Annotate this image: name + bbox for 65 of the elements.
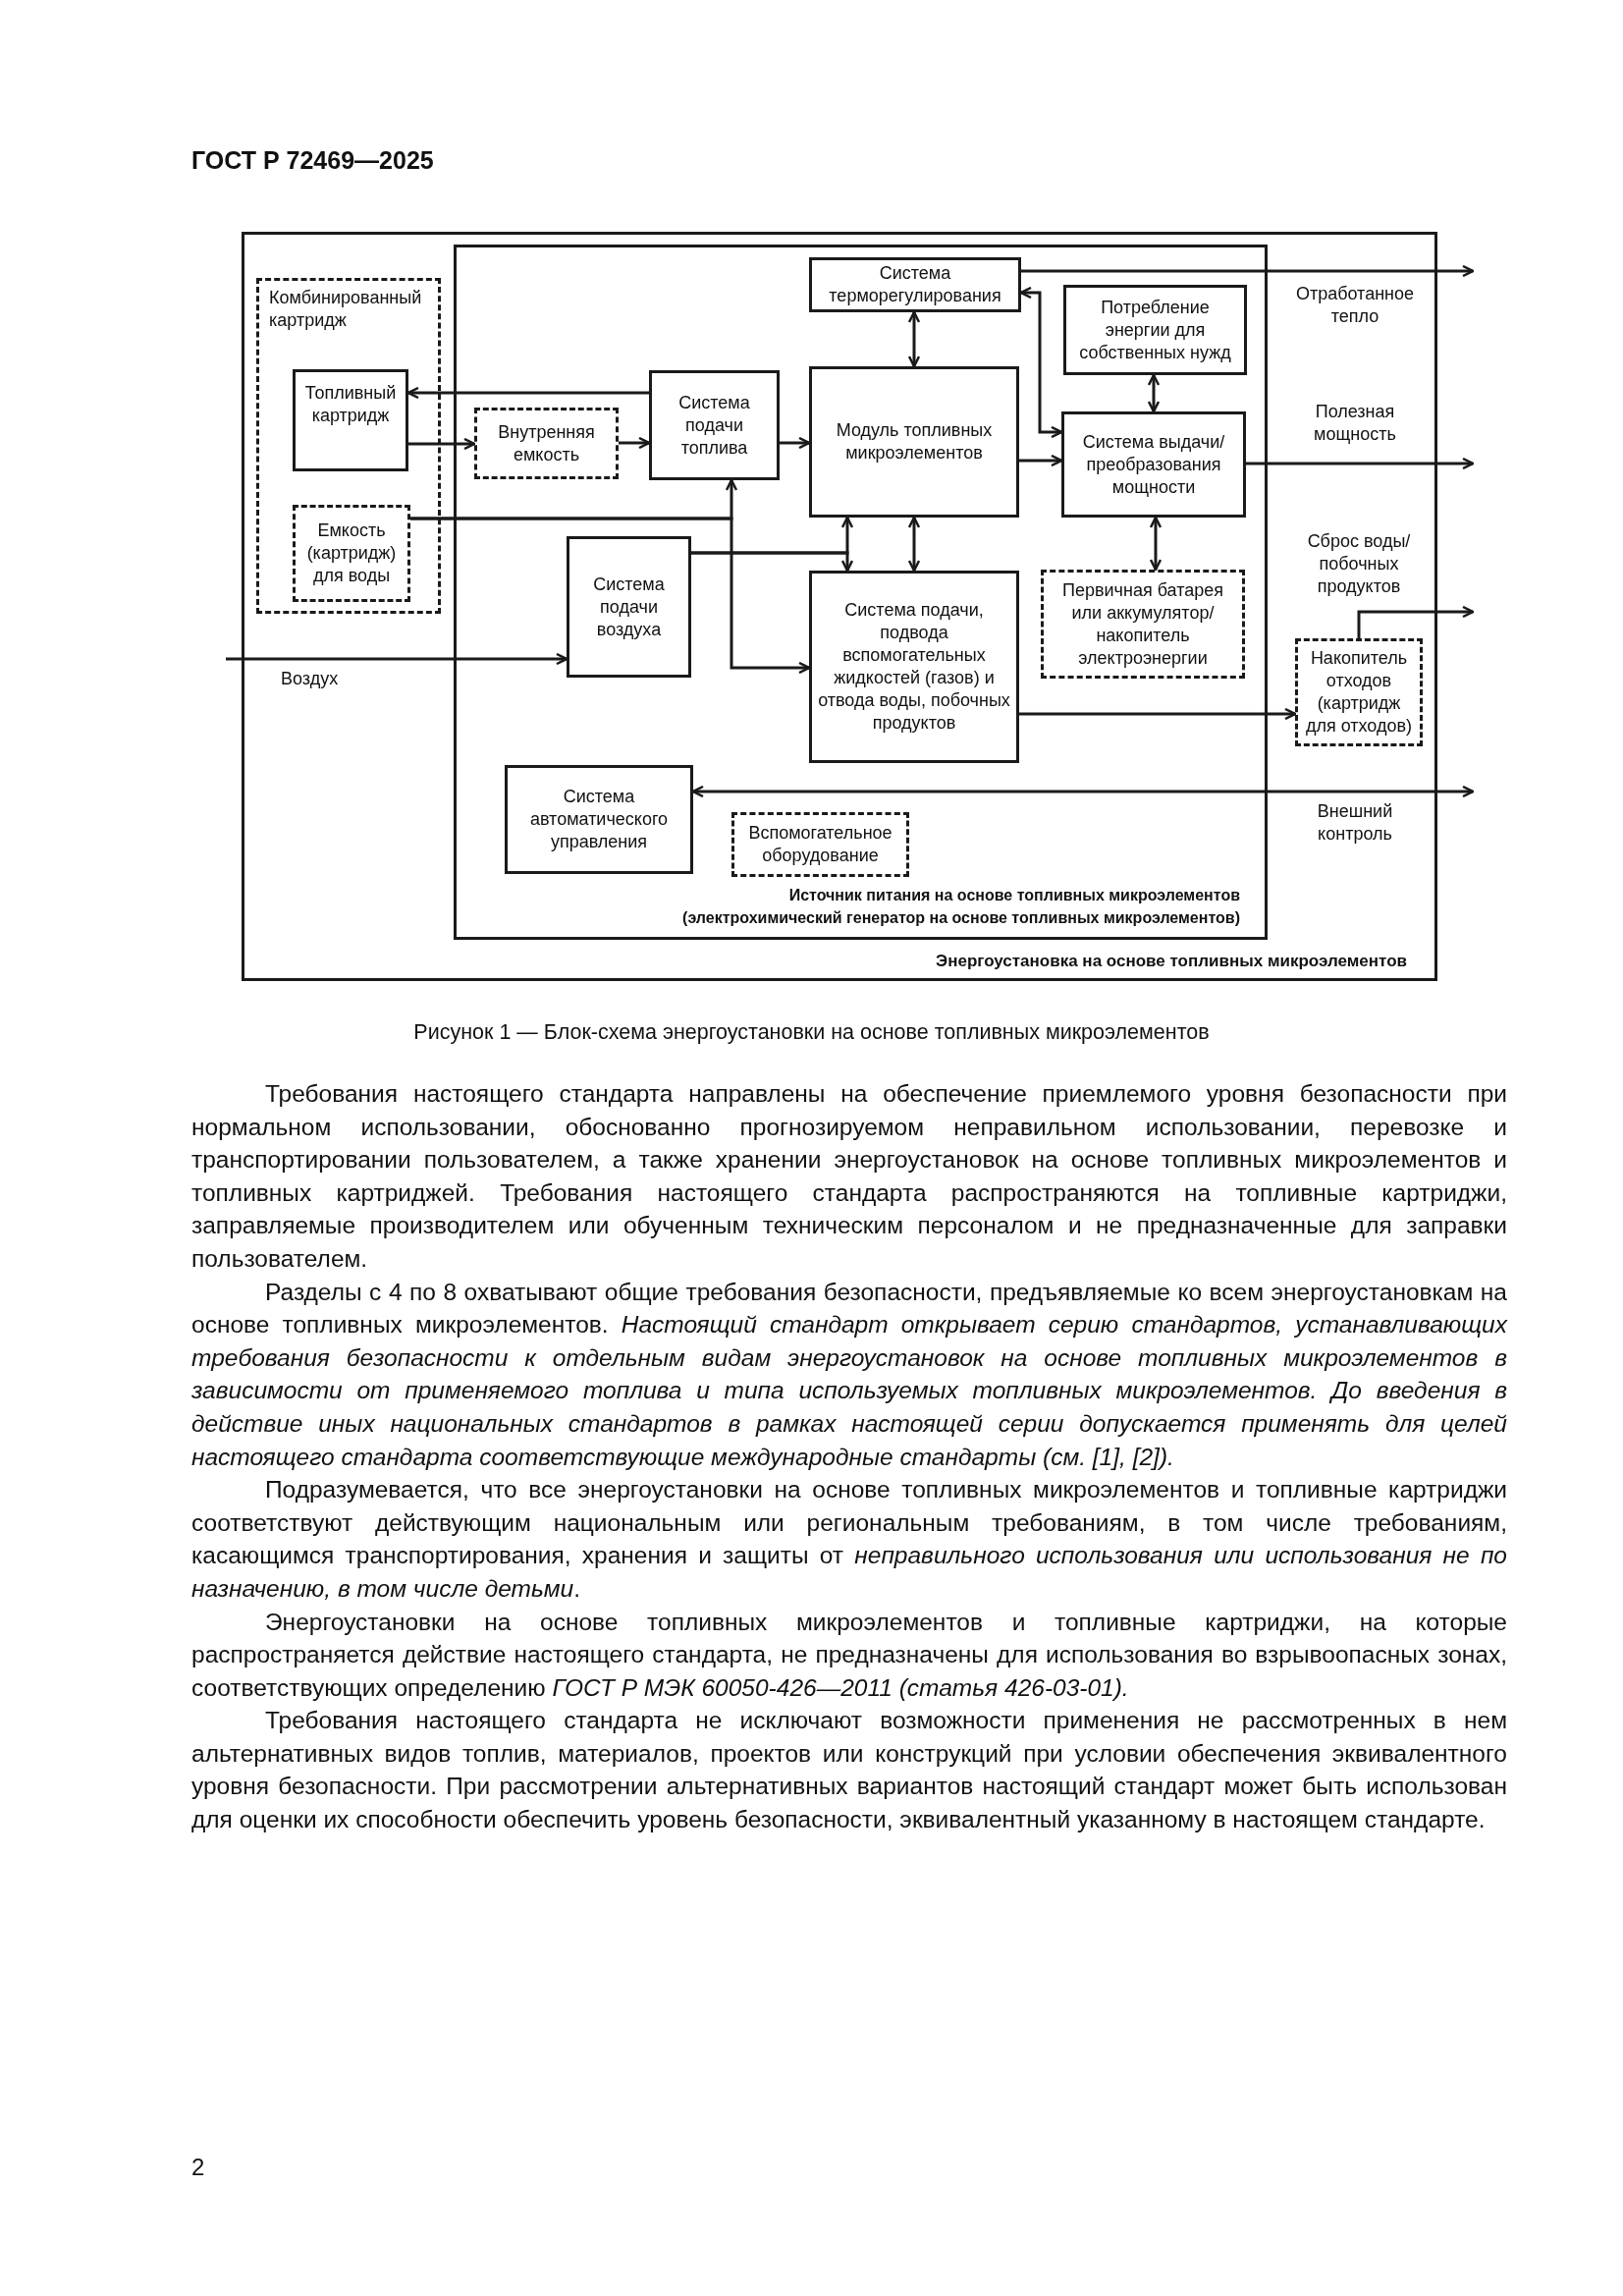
arrow [1149, 516, 1163, 572]
block-box [809, 257, 1021, 312]
arrow [1019, 454, 1063, 467]
arrow [691, 551, 854, 573]
block-box [1063, 285, 1247, 375]
paragraph: Требования настоящего стандарта направлены на обеспечение приемлемого уровня безопасности при нормальном использовании, обоснованно прогнозируемом неправильном использовании, перевозке и транспортировании пользователем, а также хранении энергоустановок на основе топливных микроэлементов и топливных картриджей. Требования настоящего стандарта распространяются на топливные картриджи, заправляемые производителем или обученным техническим персоналом и не предназначенные для заправки пользователем. [191, 1079, 1507, 1274]
group-frame [454, 245, 1268, 940]
paragraph: Подразумевается, что все энергоустановки на основе топливных микроэлементов и топливные картриджи соответствуют действующим национальным или региональным требованиям, в том числе требованиям, касающимся транспортирования, хранения и защиты от неправильного использования или использования не по назначению, в том числе детьми. [191, 1475, 1507, 1604]
arrow [410, 517, 811, 675]
box-label: Накопитель отходов (картридж для отходов) [1304, 647, 1414, 738]
flow-label: Полезная мощность [1313, 401, 1397, 446]
dashed-block-box [1295, 638, 1423, 746]
paragraph: Энергоустановки на основе топливных микроэлементов и топливные картриджи, на которые распространяется действие настоящего стандарта, не предназначены для использования во взрывоопасных зонах, соответствующих определению ГОСТ Р МЭК 60050-426—2011 (статья 426-03-01). [191, 1607, 1507, 1703]
arrow [1021, 264, 1475, 278]
arrow [1019, 286, 1063, 439]
block-box [293, 369, 408, 471]
arrow [1019, 707, 1297, 721]
flow-label: Внешний контроль [1316, 800, 1394, 846]
frame-title: Комбинированный картридж [269, 287, 423, 332]
figure-caption: Рисунок 1 — Блок-схема энергоустановки на основе топливных микроэлементов [412, 1021, 1211, 1044]
box-label: Вспомогательное оборудование [747, 822, 893, 867]
box-label: Первичная батарея или аккумулятор/ накопитель электроэнергии [1061, 578, 1224, 670]
block-box [567, 536, 691, 678]
box-label: Емкость (картридж) для воды [305, 519, 398, 587]
arrow [406, 386, 649, 400]
block-box [505, 765, 693, 874]
arrow [1357, 605, 1475, 638]
box-label: Потребление энергии для собственных нужд [1078, 296, 1232, 364]
box-label: Система выдачи/ преобразования мощности [1081, 430, 1226, 499]
flow-label: Воздух [281, 668, 340, 690]
paragraph: Требования настоящего стандарта не исключают возможности применения не рассмотренных в нем альтернативных видов топлив, материалов, проектов или конструкций при условии обеспечения эквивалентного уровня безопасности. При рассмотрении альтернативных вариантов настоящий стандарт может быть использован для оценки их способности обеспечить уровень безопасности, эквивалентный указанному в настоящем стандарте. [191, 1706, 1507, 1835]
paragraph: Разделы с 4 по 8 охватывают общие требования безопасности, предъявляемые ко всем энергоустановкам на основе топливных микроэлементов. Настоящий стандарт открывает серию стандартов, устанавливающих требования безопасности к отдельным видам энергоустановок на основе топливных микроэлементов в зависимости от применяемого топлива и типа используемых топливных микроэлементов. До введения в действие иных национальных стандартов в рамках настоящей серии допускается применять для целей настоящего стандарта соответствующие международные стандарты (см. [1], [2]). [191, 1277, 1507, 1472]
box-label: Система терморегулирования [828, 262, 1002, 307]
dashed-block-box [1041, 570, 1245, 679]
box-label: Модуль топливных микроэлементов [835, 419, 994, 465]
block-box [1061, 411, 1246, 518]
block-box [809, 366, 1019, 518]
page-number: 2 [191, 2156, 206, 2178]
group-frame [242, 232, 1437, 981]
box-label: Система подачи топлива [677, 391, 751, 460]
box-label: Система подачи, подвода вспомогательных жидкостей (газов) и отвода воды, побочных продуктов [818, 599, 1010, 735]
box-label: Топливный картридж [303, 382, 398, 427]
arrow [226, 652, 568, 666]
dashed-block-box [293, 505, 410, 602]
arrow [780, 436, 811, 450]
dashed-block-box [731, 812, 909, 877]
box-label: Внутренняя емкость [497, 420, 596, 466]
arrow [691, 785, 1475, 798]
frame-title: Энергоустановка на основе топливных микроэлементов [935, 951, 1407, 972]
dashed-block-box [474, 408, 619, 479]
box-label: Система подачи воздуха [592, 573, 666, 641]
arrow [907, 516, 921, 573]
arrow [1147, 373, 1161, 413]
page-header: ГОСТ Р 72469—2025 [191, 149, 435, 172]
flow-label: Отработанное тепло [1294, 283, 1416, 328]
frame-title: Источник питания на основе топливных микроэлементов (электрохимический генератор на основе топливных микроэлементов) [681, 886, 1240, 928]
arrow [619, 436, 651, 450]
box-label: Система автоматического управления [528, 786, 670, 853]
flow-label: Сброс воды/ побочных продуктов [1306, 530, 1412, 598]
block-box [649, 370, 780, 480]
arrow [408, 437, 476, 451]
group-frame [256, 278, 441, 614]
arrow [907, 310, 921, 368]
arrow [1246, 457, 1475, 470]
block-box [809, 571, 1019, 763]
